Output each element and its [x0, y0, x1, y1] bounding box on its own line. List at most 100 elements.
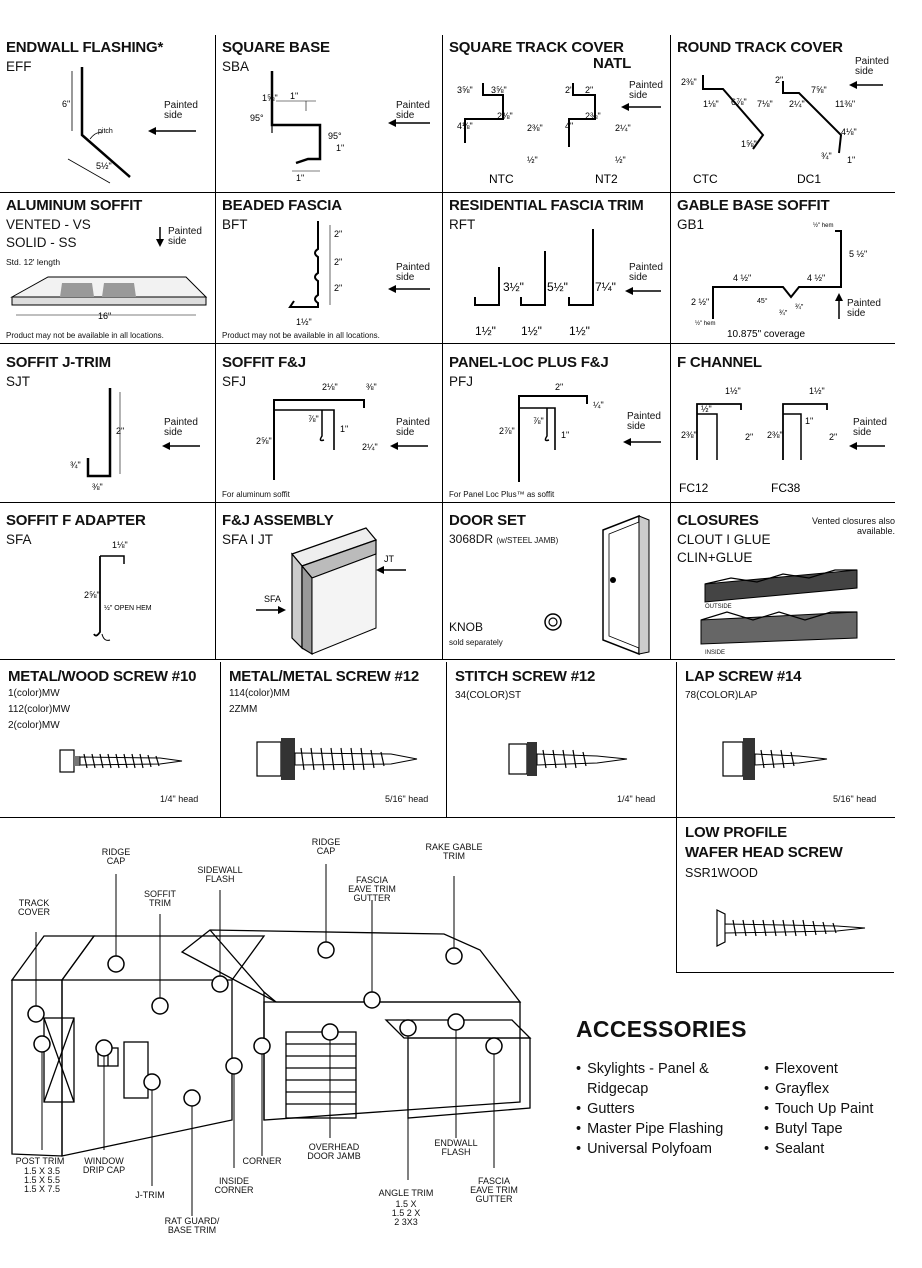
- callout-window-drip: WINDOW DRIP CAP: [82, 1156, 126, 1175]
- product-code: BFT: [222, 217, 248, 232]
- grid-line: [670, 35, 671, 659]
- screw-code: 1(color)MW: [8, 688, 60, 699]
- accessory-item: Grayflex: [764, 1079, 904, 1099]
- painted-side-label: Painted side: [396, 100, 430, 121]
- square-base-diagram: 1⅝" 1" 95° 95° 1" 1": [250, 71, 430, 183]
- accessory-item: Gutters: [576, 1099, 756, 1119]
- availability-note: Product may not be available in all loca…: [6, 331, 164, 340]
- product-title: SOFFIT F ADAPTER: [6, 512, 146, 529]
- callout-track-cover: TRACK COVER: [17, 898, 50, 917]
- part-label: JT: [384, 554, 395, 564]
- dim-label: 1": [561, 430, 569, 440]
- dim-label: 1": [290, 91, 298, 101]
- stitch-screw-icon: [508, 742, 628, 776]
- cell-door-set: DOOR SET 3068DR (w/STEEL JAMB) KNOB sold…: [443, 508, 670, 659]
- callout-fascia-eave-2: FASCIA EAVE TRIM GUTTER: [470, 1176, 518, 1204]
- cell-round-track-cover: ROUND TRACK COVER 2⅜" 1⅛" 6⅞" 7⅛" 1⅝" 2"…: [671, 35, 895, 192]
- dim-label: 95°: [250, 113, 264, 123]
- screw-code: 114(color)MM: [229, 688, 290, 699]
- dim-label: 2¼": [362, 442, 378, 452]
- dim-label: pitch: [98, 128, 113, 135]
- product-title: PANEL-LOC PLUS F&J: [449, 354, 609, 371]
- callout-inside-corner: INSIDE CORNER: [214, 1176, 254, 1195]
- dim-label: 1⅛": [703, 99, 719, 109]
- accessories-title: ACCESSORIES: [576, 1016, 747, 1042]
- cell-fj-assembly: F&J ASSEMBLY SFA I JT JT SFA: [216, 508, 442, 659]
- cell-beaded-fascia: BEADED FASCIA BFT 2" 2" 2" 1½" Painted s…: [216, 193, 442, 343]
- cell-screw-metal-metal: METAL/METAL SCREW #12 114(color)MM 2ZMM …: [221, 664, 446, 817]
- profile-label: NTC: [489, 172, 514, 186]
- product-title: ROUND TRACK COVER: [677, 39, 843, 56]
- product-title: ALUMINUM SOFFIT: [6, 197, 143, 214]
- product-title: STITCH SCREW #12: [455, 668, 596, 685]
- head-size: 1/4" head: [160, 794, 199, 804]
- callout-post-trim: POST TRIM: [15, 1156, 65, 1166]
- product-code: SFJ: [222, 374, 247, 389]
- product-title: SQUARE BASE: [222, 39, 330, 56]
- dim-label: 1⅛": [112, 540, 128, 550]
- product-code: SOLID - SS: [6, 235, 77, 250]
- product-title: SOFFIT J-TRIM: [6, 354, 111, 371]
- painted-side-label: Painted side: [396, 417, 430, 438]
- cell-soffit-fj: SOFFIT F&J SFJ 2⅛" ⅜" ⅞" 1" 2⅝" 2¼" Pain…: [216, 350, 442, 502]
- callout-soffit-trim: SOFFIT TRIM: [144, 889, 176, 908]
- f-channel-diagram: 1½" ½" 2⅜" 2" 1½" 1" 2⅜" 2" FC12 FC38: [679, 386, 885, 495]
- product-code: PFJ: [449, 374, 474, 389]
- product-title: BEADED FASCIA: [222, 197, 342, 214]
- screw-code: 2(color)MW: [8, 720, 60, 731]
- cell-square-base: SQUARE BASE SBA 1⅝" 1" 95° 95° 1" 1" Pai…: [216, 35, 442, 192]
- dim-label: 4": [565, 121, 573, 131]
- door-code: 3068DR: [449, 532, 494, 546]
- painted-side-label: Painted side: [396, 262, 430, 283]
- callout-rat-guard: RAT GUARD/ BASE TRIM: [164, 1216, 220, 1235]
- product-code: VENTED - VS: [6, 217, 91, 232]
- accessories-list-right: Flexovent Grayflex Touch Up Paint Butyl …: [764, 1059, 904, 1159]
- dim-label: 2⅛": [322, 382, 338, 392]
- grid-line: [0, 343, 895, 344]
- product-title: WAFER HEAD SCREW: [685, 844, 843, 861]
- product-title-sub: NATL: [593, 55, 632, 72]
- cell-f-channel: F CHANNEL 1½" ½" 2⅜" 2" 1½" 1" 2⅜" 2" FC…: [671, 350, 895, 502]
- product-title: LOW PROFILE: [685, 824, 787, 841]
- knob-label: KNOB: [449, 620, 484, 634]
- soffit-f-adapter-diagram: 1⅛" 2⅝" ½" OPEN HEM: [84, 540, 152, 641]
- dim-label: 2": [585, 85, 593, 95]
- dim-label: 2 ½": [691, 297, 709, 307]
- grid-line: [0, 659, 895, 660]
- dim-label: 1": [296, 173, 304, 183]
- inside-label: INSIDE: [705, 650, 726, 656]
- dim-label: 2¼": [615, 123, 631, 133]
- dim-label: ⅞": [308, 414, 319, 424]
- metal-wood-screw-icon: [59, 749, 183, 773]
- product-code: CLOUT I GLUE: [677, 532, 771, 547]
- cell-soffit-j-trim: SOFFIT J-TRIM SJT 2" ¾" ⅜" Painted side: [0, 350, 215, 502]
- callout-overhead-door-jamb: OVERHEAD DOOR JAMB: [307, 1142, 361, 1161]
- cell-gable-base-soffit: GABLE BASE SOFFIT GB1 ½" hem 5 ½" 4 ½" 4…: [671, 193, 895, 343]
- fj-assembly-diagram: JT SFA: [256, 527, 406, 656]
- dim-label: 6": [62, 99, 70, 109]
- grid-line: [220, 662, 221, 817]
- dim-label: 2⅜": [527, 123, 543, 133]
- dim-label: 4 ½": [807, 273, 825, 283]
- dim-label: 2": [555, 382, 563, 392]
- screw-code: 112(color)MW: [8, 704, 71, 715]
- accessory-item: Sealant: [764, 1139, 904, 1159]
- aluminum-soffit-diagram: 16": [10, 227, 208, 321]
- cell-closures: CLOSURES Vented closures also available.…: [671, 508, 895, 659]
- dim-label: 2": [116, 426, 124, 436]
- product-title: CLOSURES: [677, 512, 759, 529]
- cell-soffit-f-adapter: SOFFIT F ADAPTER SFA 1⅛" 2⅝" ½" OPEN HEM: [0, 508, 215, 659]
- dim-label: 1⅝": [741, 139, 757, 149]
- dim-label: 1": [847, 155, 855, 165]
- profile-label: FC38: [771, 481, 801, 495]
- product-code: EFF: [6, 59, 32, 74]
- painted-side-label: Painted side: [853, 417, 887, 438]
- dim-label: ¾": [821, 151, 832, 161]
- dim-label: 5 ½": [849, 249, 867, 259]
- dim-label: 2⅜": [497, 111, 513, 121]
- dim-label: 2": [334, 229, 342, 239]
- product-title: SQUARE TRACK COVER: [449, 39, 624, 56]
- length-note: Std. 12' length: [6, 257, 61, 267]
- dim-label: 2": [334, 257, 342, 267]
- product-title: F&J ASSEMBLY: [222, 512, 334, 529]
